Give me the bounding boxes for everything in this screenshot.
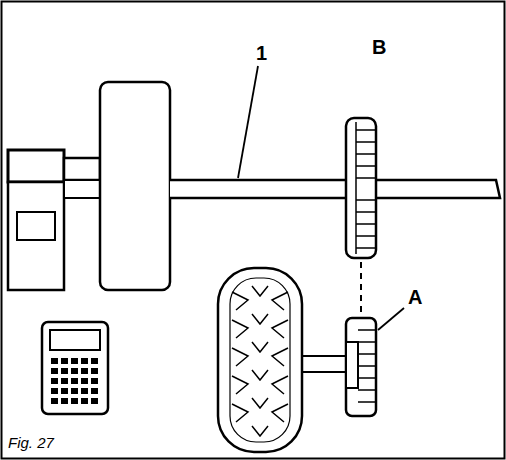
remote-keypad bbox=[42, 322, 108, 414]
callout-letter-holder: 1 bbox=[256, 42, 267, 64]
gear-a-hub bbox=[346, 342, 358, 388]
housing-display bbox=[17, 212, 55, 240]
belt-dashed-line bbox=[360, 262, 362, 314]
keypad-key bbox=[71, 388, 78, 394]
gear-b bbox=[346, 118, 376, 258]
housing-body bbox=[8, 182, 64, 290]
callout-letter-holder: A bbox=[408, 286, 422, 308]
keypad-key bbox=[61, 368, 68, 374]
leader-line bbox=[238, 66, 258, 178]
keypad-display bbox=[50, 330, 100, 350]
keypad-key bbox=[81, 368, 88, 374]
callout-letter: A bbox=[408, 286, 422, 308]
keypad-key bbox=[91, 378, 98, 384]
keypad-key bbox=[61, 358, 68, 364]
leader-line bbox=[378, 308, 404, 330]
keypad-key bbox=[91, 368, 98, 374]
keypad-key bbox=[71, 378, 78, 384]
shaft-root bbox=[64, 180, 100, 198]
keypad-key bbox=[81, 388, 88, 394]
keypad-key bbox=[61, 378, 68, 384]
keypad-key bbox=[51, 378, 58, 384]
keypad-key bbox=[61, 398, 68, 404]
figure-caption: Fig. 27 bbox=[8, 434, 54, 452]
housing-top bbox=[8, 150, 64, 182]
keypad-key bbox=[81, 398, 88, 404]
keypad-key bbox=[81, 378, 88, 384]
keypad-key bbox=[91, 398, 98, 404]
keypad-key bbox=[51, 398, 58, 404]
tyre-outline bbox=[218, 268, 302, 452]
keypad-key bbox=[71, 398, 78, 404]
keypad-key bbox=[91, 388, 98, 394]
callout-letter-holder: B bbox=[372, 36, 386, 58]
figure-caption-holder: Fig. 27 bbox=[8, 434, 54, 452]
shaft-collar bbox=[64, 158, 100, 180]
keypad-keys bbox=[51, 358, 98, 404]
keypad-key bbox=[51, 388, 58, 394]
keypad-key bbox=[61, 388, 68, 394]
gear-a-teeth bbox=[358, 330, 376, 402]
gear-b-teeth bbox=[356, 130, 376, 248]
tyre-tread bbox=[232, 286, 288, 436]
keypad-key bbox=[91, 358, 98, 364]
keypad-key bbox=[71, 358, 78, 364]
gear-a bbox=[346, 318, 376, 416]
callout-letter: 1 bbox=[256, 42, 267, 64]
callout-letter: B bbox=[372, 36, 386, 58]
keypad-key bbox=[51, 368, 58, 374]
tyre-tread-edge bbox=[230, 278, 290, 442]
keypad-key bbox=[81, 358, 88, 364]
keypad-key bbox=[71, 368, 78, 374]
main-shaft bbox=[170, 180, 500, 198]
keypad-key bbox=[51, 358, 58, 364]
flange-plate bbox=[100, 82, 170, 290]
wheel-axle bbox=[302, 356, 346, 372]
